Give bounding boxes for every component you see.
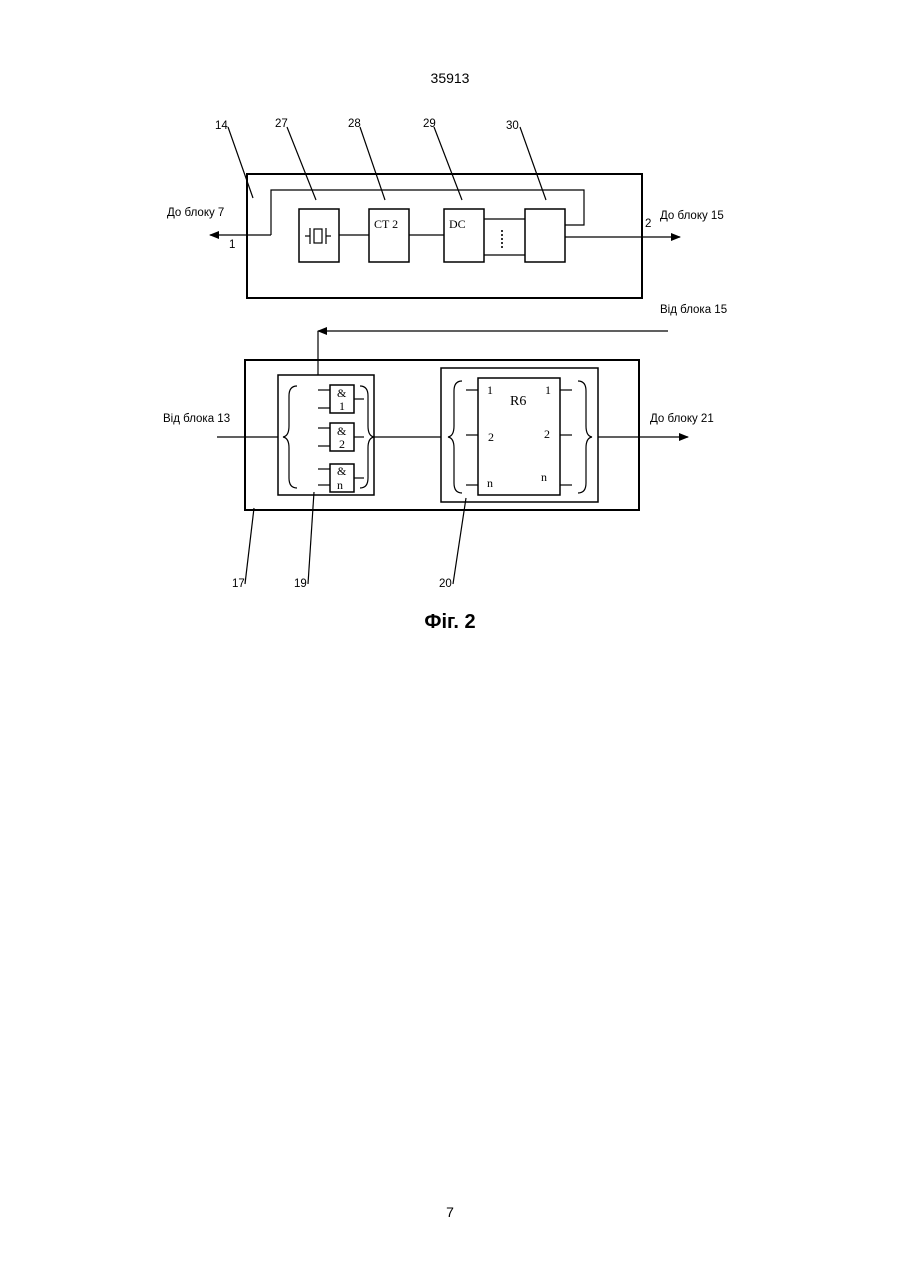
decoder-label: DC bbox=[449, 217, 466, 231]
output-pin-1: 1 bbox=[229, 239, 235, 251]
ref-20: 20 bbox=[439, 578, 452, 590]
output-pin-2: 2 bbox=[645, 218, 651, 230]
block-30 bbox=[525, 209, 565, 262]
register-out-1: 1 bbox=[545, 383, 551, 397]
page-number: 7 bbox=[0, 1204, 900, 1220]
and-gate-1-symbol: & bbox=[337, 386, 347, 400]
to-block-21-label: До блоку 21 bbox=[650, 413, 714, 425]
ref-29: 29 bbox=[423, 118, 436, 130]
register-name: R6 bbox=[510, 394, 526, 409]
and-gate-2-index: 2 bbox=[339, 437, 345, 451]
from-block-15-label: Від блока 15 bbox=[660, 304, 727, 316]
from-block-13-label: Від блока 13 bbox=[163, 413, 230, 425]
and-gate-group bbox=[278, 375, 374, 495]
counter-label: CT 2 bbox=[374, 217, 398, 231]
figure-caption: Фіг. 2 bbox=[424, 611, 475, 633]
ref-30: 30 bbox=[506, 120, 519, 132]
ref-27: 27 bbox=[275, 118, 288, 130]
register-out-2: 2 bbox=[544, 427, 550, 441]
register-in-1: 1 bbox=[487, 383, 493, 397]
ref-leaders-top bbox=[228, 127, 546, 200]
to-block-15-label: До блоку 15 bbox=[660, 210, 724, 222]
register-out-n: n bbox=[541, 470, 547, 484]
and-gate-n-symbol: & bbox=[337, 464, 347, 478]
ref-17: 17 bbox=[232, 578, 245, 590]
and-gate-1-index: 1 bbox=[339, 399, 345, 413]
register-in-n: n bbox=[487, 476, 493, 490]
ref-19: 19 bbox=[294, 578, 307, 590]
ref-14: 14 bbox=[215, 120, 228, 132]
register-in-2: 2 bbox=[488, 430, 494, 444]
ref-leaders-bottom bbox=[245, 492, 466, 584]
to-block-7-label: До блоку 7 bbox=[167, 207, 224, 219]
and-gate-2-symbol: & bbox=[337, 424, 347, 438]
ref-28: 28 bbox=[348, 118, 361, 130]
and-gate-n-index: n bbox=[337, 478, 343, 492]
